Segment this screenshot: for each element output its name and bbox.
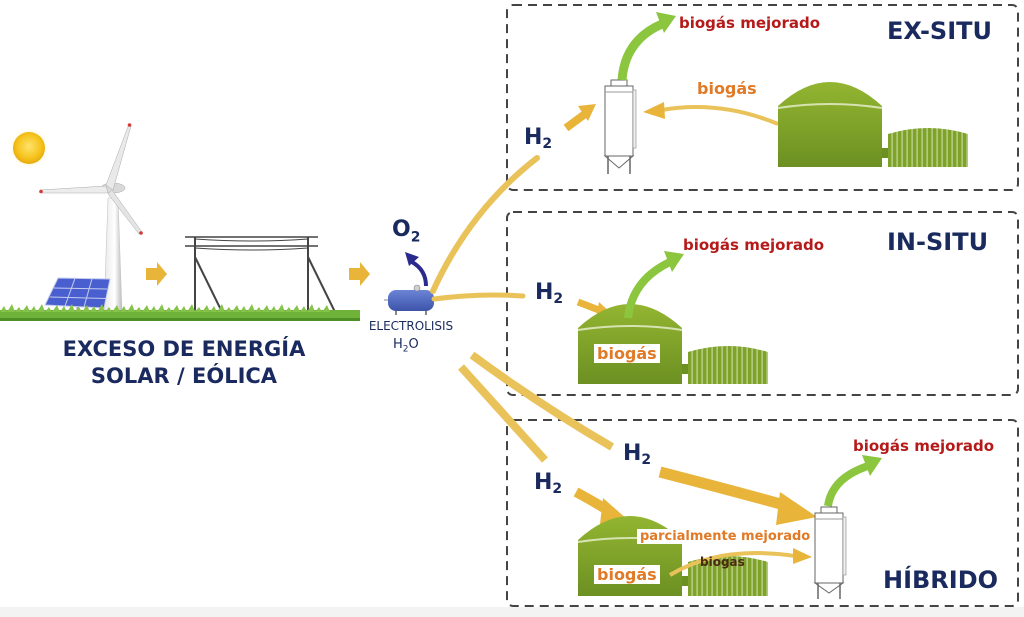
partial-biogas-flow-arrow-icon [668, 548, 812, 577]
source-caption: EXCESO DE ENERGÍA SOLAR / EÓLICA [58, 336, 310, 390]
digester-plant-icon [777, 82, 968, 167]
hibrido-partial-label: parcialmente mejorado [637, 529, 814, 544]
section-box-in-situ [506, 211, 1019, 396]
grass-strip [0, 304, 360, 321]
in-situ-biogas-label: biogás [594, 344, 660, 363]
hibrido-title: HÍBRIDO [883, 566, 999, 594]
sun-icon [7, 126, 51, 170]
bottom-strip [0, 607, 1024, 617]
hibrido-biogas-label: biogás [594, 565, 660, 584]
biogas-flow-arrow-icon [643, 102, 779, 126]
upgraded-biogas-arrow-icon [624, 251, 684, 319]
in-situ-product-label: biogás mejorado [683, 236, 825, 254]
h2-label-ex-situ: H2 [524, 125, 553, 152]
water-formula-label: H2O [393, 337, 419, 355]
source-caption-line2: SOLAR / EÓLICA [90, 364, 278, 388]
electrolysis-label: ELECTROLISIS [368, 319, 454, 333]
source-caption-line1: EXCESO DE ENERGÍA [62, 337, 306, 361]
h2-flow-ex-situ [430, 104, 596, 294]
hibrido-secondary-biogas-label: biogas [700, 555, 745, 569]
h2-flow-hibrido-upgrader [469, 351, 817, 525]
oxygen-arrow-icon [405, 252, 428, 287]
oxygen-label: O2 [392, 217, 421, 246]
upgrader-reactor-icon [813, 506, 847, 599]
ex-situ-biogas-label: biogás [697, 79, 757, 98]
h2-label-hibrido-digester: H2 [534, 470, 563, 497]
h2-flow-in-situ [431, 292, 614, 319]
ex-situ-product-label: biogás mejorado [679, 14, 821, 32]
flow-arrow-icon [146, 262, 167, 286]
h2-label-hibrido-upgrader: H2 [623, 441, 652, 468]
hibrido-product-label: biogás mejorado [853, 437, 995, 455]
power-line-icon [185, 236, 336, 313]
electrolyzer-icon [384, 284, 434, 315]
upgraded-biogas-arrow-icon [824, 455, 882, 507]
h2-label-in-situ: H2 [535, 280, 564, 307]
ex-situ-title: EX-SITU [887, 17, 992, 45]
wind-turbine-icon [39, 123, 143, 313]
solar-panel-icon [44, 277, 111, 314]
upgraded-biogas-arrow-icon [617, 12, 676, 81]
flow-arrow-icon [349, 262, 370, 286]
in-situ-title: IN-SITU [887, 228, 989, 256]
upgrader-reactor-icon [603, 79, 637, 174]
